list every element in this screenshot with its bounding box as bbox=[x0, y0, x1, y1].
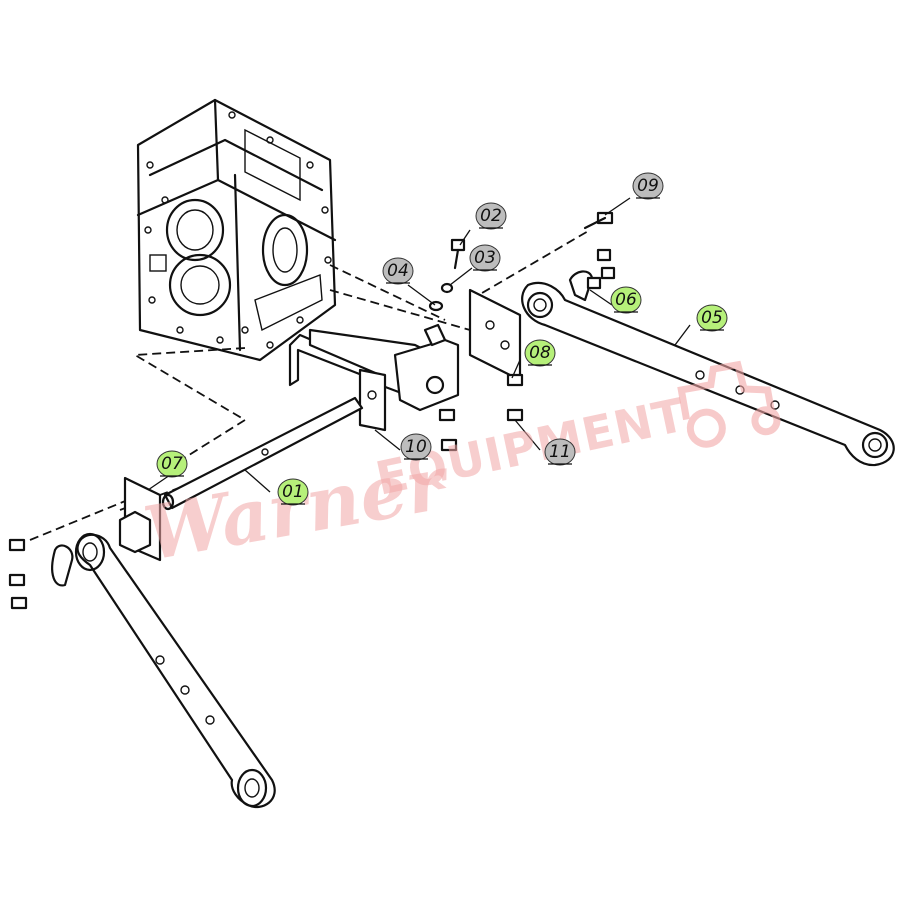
callout-label: 10 bbox=[405, 437, 427, 457]
callout-label: 05 bbox=[701, 308, 723, 328]
tractor-icon bbox=[677, 360, 781, 448]
callout-badge bbox=[469, 244, 501, 272]
transmission-housing bbox=[136, 98, 337, 362]
callout-label: 04 bbox=[387, 261, 409, 281]
leader-lines bbox=[147, 197, 691, 493]
bolt-02 bbox=[450, 238, 466, 270]
washer-04 bbox=[428, 300, 444, 312]
callout-badge bbox=[277, 478, 309, 506]
callout-badge bbox=[524, 339, 556, 367]
callout-07: 07 bbox=[156, 450, 188, 478]
cross-shaft bbox=[161, 396, 364, 511]
callout-badge bbox=[632, 172, 664, 200]
callout-label: 09 bbox=[637, 176, 659, 196]
callout-08: 08 bbox=[524, 339, 556, 367]
bolts bbox=[8, 211, 616, 610]
callout-badge bbox=[696, 304, 728, 332]
callout-badge bbox=[382, 257, 414, 285]
bolt-08 bbox=[506, 373, 524, 387]
callout-label: 02 bbox=[480, 206, 502, 226]
bolts-06 bbox=[586, 248, 616, 290]
callout-06: 06 bbox=[610, 286, 642, 314]
callout-10: 10 bbox=[400, 433, 432, 461]
callout-label: 08 bbox=[529, 343, 551, 363]
callout-01: 01 bbox=[277, 478, 309, 506]
right-plate bbox=[468, 288, 522, 382]
callout-label: 06 bbox=[615, 290, 637, 310]
callout-09: 09 bbox=[632, 172, 664, 200]
callout-03: 03 bbox=[469, 244, 501, 272]
callout-badge bbox=[400, 433, 432, 461]
callout-label: 07 bbox=[161, 454, 183, 474]
washer-03 bbox=[440, 282, 454, 294]
callout-04: 04 bbox=[382, 257, 414, 285]
callout-11: 11 bbox=[544, 438, 576, 466]
right-lift-arm bbox=[521, 270, 895, 467]
callout-badge bbox=[475, 202, 507, 230]
left-lift-arm bbox=[51, 532, 276, 808]
callout-badge bbox=[610, 286, 642, 314]
callout-badge bbox=[544, 438, 576, 466]
bolt-11 bbox=[506, 408, 524, 422]
callout-02: 02 bbox=[475, 202, 507, 230]
callout-labels: 01 02 03 04 05 06 07 08 09 10 11 bbox=[156, 172, 728, 506]
callout-badge bbox=[156, 450, 188, 478]
center-bracket bbox=[288, 323, 460, 432]
callout-label: 03 bbox=[474, 248, 496, 268]
bolts-10 bbox=[438, 408, 458, 452]
bolt-09 bbox=[583, 211, 614, 230]
callout-label: 11 bbox=[549, 442, 571, 462]
callout-05: 05 bbox=[696, 304, 728, 332]
callout-label: 01 bbox=[282, 482, 304, 502]
bolts-left bbox=[8, 538, 28, 610]
